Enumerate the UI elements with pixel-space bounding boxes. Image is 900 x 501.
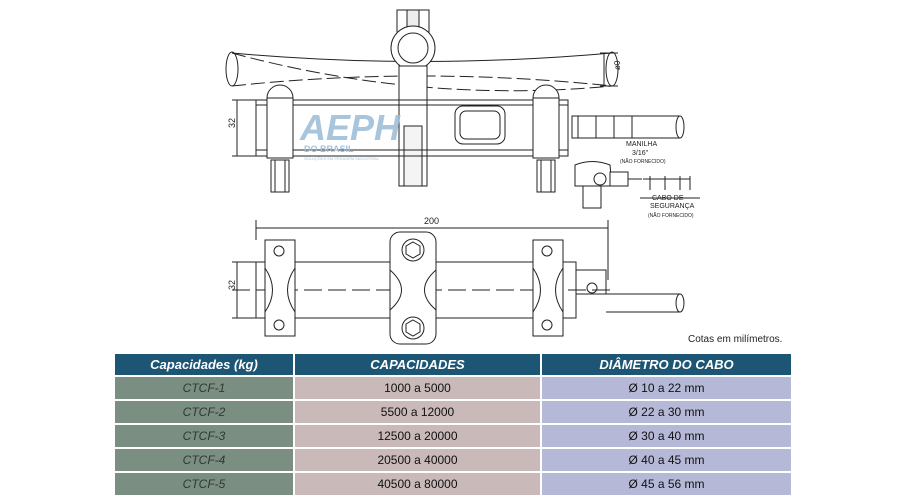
cabo-note: (NÃO FORNECIDO) xyxy=(648,212,694,219)
capacity-cell: 5500 a 12000 xyxy=(293,399,542,425)
center-clamp-top xyxy=(390,9,436,187)
header-capacity: CAPACIDADES xyxy=(293,352,542,377)
diameter-cell: Ø 30 a 40 mm xyxy=(540,423,793,449)
header-diameter: DIÂMETRO DO CABO xyxy=(540,352,793,377)
dim-32-top: 32 xyxy=(227,118,237,128)
diameter-cell: Ø 45 a 56 mm xyxy=(540,471,793,497)
load-cell-body-side xyxy=(255,84,569,193)
dim-200: 200 xyxy=(424,216,439,226)
safety-cable xyxy=(640,176,700,199)
capacity-table: Capacidades (kg) CAPACIDADES DIÂMETRO DO… xyxy=(113,352,793,497)
table-row: CTCF-3 12500 a 20000 Ø 30 a 40 mm xyxy=(113,423,793,449)
dim-32-bottom: 32 xyxy=(227,280,237,290)
manilha-label: MANILHA xyxy=(626,141,657,148)
dim-32-top-lines xyxy=(232,99,256,157)
load-cell-body-top xyxy=(232,231,685,345)
model-cell: CTCF-4 xyxy=(113,447,295,473)
table-row: CTCF-5 40500 a 80000 Ø 45 a 56 mm xyxy=(113,471,793,497)
cabo-label-1: CABO DE xyxy=(652,195,684,202)
dim-phi: ø0 xyxy=(613,60,622,70)
model-cell: CTCF-1 xyxy=(113,375,295,401)
svg-text:SOLUÇÕES EM PESAGEM INDUSTRIAL: SOLUÇÕES EM PESAGEM INDUSTRIAL xyxy=(304,156,380,161)
diameter-cell: Ø 40 a 45 mm xyxy=(540,447,793,473)
table-row: CTCF-1 1000 a 5000 Ø 10 a 22 mm xyxy=(113,375,793,401)
dim-200-lines xyxy=(255,220,609,280)
manilha-note: (NÃO FORNECIDO) xyxy=(620,158,666,165)
capacity-cell: 40500 a 80000 xyxy=(293,471,542,497)
capacity-cell: 12500 a 20000 xyxy=(293,423,542,449)
aeph-logo: AEPH DO BRASIL SOLUÇÕES EM PESAGEM INDUS… xyxy=(299,107,401,161)
diameter-cell: Ø 22 a 30 mm xyxy=(540,399,793,425)
table-row: CTCF-4 20500 a 40000 Ø 40 a 45 mm xyxy=(113,447,793,473)
model-cell: CTCF-5 xyxy=(113,471,295,497)
table-header-row: Capacidades (kg) CAPACIDADES DIÂMETRO DO… xyxy=(113,352,793,377)
header-model: Capacidades (kg) xyxy=(113,352,295,377)
capacity-cell: 20500 a 40000 xyxy=(293,447,542,473)
shackle xyxy=(574,161,642,209)
cabo-label-2: SEGURANÇA xyxy=(650,203,695,210)
dim-phi-lines xyxy=(600,52,618,87)
technical-drawing: AEPH DO BRASIL SOLUÇÕES EM PESAGEM INDUS… xyxy=(225,9,700,345)
diameter-cell: Ø 10 a 22 mm xyxy=(540,375,793,401)
units-note: Cotas em milímetros. xyxy=(688,334,783,345)
model-cell: CTCF-3 xyxy=(113,423,295,449)
capacity-cell: 1000 a 5000 xyxy=(293,375,542,401)
table-row: CTCF-2 5500 a 12000 Ø 22 a 30 mm xyxy=(113,399,793,425)
svg-text:DO BRASIL: DO BRASIL xyxy=(304,144,354,154)
manilha-size: 3/16" xyxy=(632,150,649,157)
model-cell: CTCF-2 xyxy=(113,399,295,425)
svg-text:AEPH: AEPH xyxy=(299,107,401,148)
cable-exit-side xyxy=(571,115,685,139)
